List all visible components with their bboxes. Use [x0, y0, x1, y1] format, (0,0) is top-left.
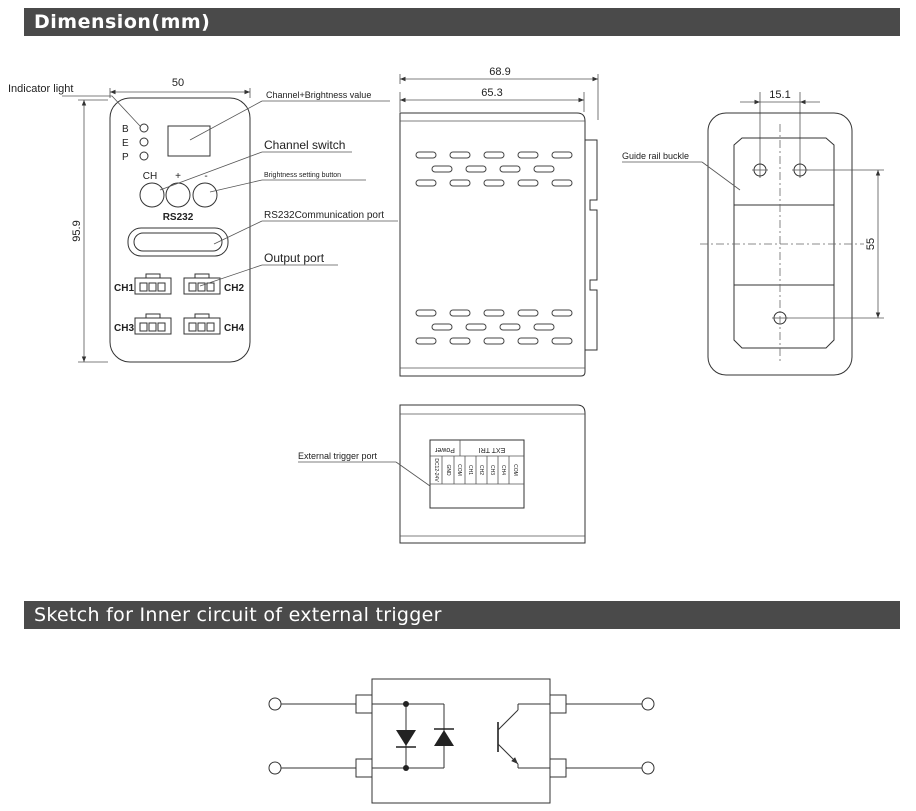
input-terminal-bottom-icon — [268, 761, 282, 775]
guide-rail-buckle-label: Guide rail buckle — [622, 151, 689, 161]
output-port-ch3 — [134, 313, 172, 335]
port-label-ch2: CH2 — [224, 283, 244, 294]
rs232-port-label: RS232Communication port — [264, 210, 384, 221]
minus-button-icon — [192, 182, 218, 208]
display-callout-line — [189, 100, 263, 141]
led-e-icon — [139, 137, 149, 147]
dimension-section-title: Dimension(mm) — [34, 11, 211, 33]
output-resistor-top — [549, 694, 567, 714]
optocoupler-box — [371, 678, 551, 804]
output-port-ch1 — [134, 273, 172, 295]
led-b-icon — [139, 123, 149, 133]
led-p-icon — [139, 151, 149, 161]
input-resistor-bottom — [355, 758, 373, 778]
output-terminal-top-icon — [641, 697, 655, 711]
terminal-pin-ch3: CH3 — [489, 465, 495, 475]
channel-switch-callout-line — [159, 151, 263, 191]
output-port-callout-line — [199, 264, 263, 287]
output-port-label: Output port — [264, 251, 325, 265]
diode-down-icon — [396, 730, 416, 746]
terminal-pin-ch2: CH2 — [478, 465, 484, 475]
display-window — [167, 125, 211, 157]
rs232-text: RS232 — [163, 212, 194, 223]
front-height-label: 95.9 — [71, 220, 83, 241]
circuit-section-banner: Sketch for Inner circuit of external tri… — [24, 601, 900, 629]
terminal-pin-ch1: CH1 — [467, 465, 473, 475]
rail-buckle-bottom — [733, 284, 835, 349]
button-label-plus: + — [175, 171, 181, 182]
side-inner-width-label: 65.3 — [481, 87, 502, 99]
indicator-light-label: Indicator light — [8, 83, 73, 95]
input-resistor-top — [355, 694, 373, 714]
port-label-ch3: CH3 — [114, 323, 134, 334]
brightness-callout-line — [209, 179, 263, 193]
terminal-header-ext-tri: EXT TRI — [479, 446, 506, 453]
back-top-dimension-label: 15.1 — [769, 89, 790, 101]
junction-top-icon — [403, 701, 409, 707]
back-view: 15.1 55 Guide rail buckle — [622, 89, 884, 376]
input-terminal-top-icon — [268, 697, 282, 711]
junction-bottom-icon — [403, 765, 409, 771]
rs232-port-outer — [127, 227, 229, 257]
ch-button-icon — [139, 182, 165, 208]
brightness-button-label: Brightness setting button — [264, 172, 341, 179]
terminal-pin-com2: COM — [512, 464, 518, 476]
rs232-port-inner — [133, 232, 223, 252]
led-label-e: E — [122, 138, 129, 149]
front-body-outline — [109, 97, 251, 363]
output-port-ch4 — [183, 313, 221, 335]
output-terminal-bottom-icon — [641, 761, 655, 775]
phototransistor-emitter — [497, 743, 519, 765]
terminal-pin-ch4: CH4 — [500, 465, 506, 475]
terminal-pin-com1: COM — [456, 464, 462, 476]
indicator-callout-line — [62, 95, 141, 127]
output-port-ch2 — [183, 273, 221, 295]
front-width-label: 50 — [172, 77, 184, 89]
port-label-ch4: CH4 — [224, 323, 244, 334]
terminal-pin-gnd: GND — [445, 464, 451, 476]
display-callout-label: Channel+Brightness value — [266, 90, 371, 100]
side-view: 68.9 65.3 — [399, 66, 599, 377]
output-resistor-bottom — [549, 758, 567, 778]
side-vent-slots-top — [415, 151, 573, 187]
trigger-callout-line — [395, 461, 431, 487]
rs232-callout-line — [213, 220, 263, 245]
button-label-ch: CH — [143, 171, 157, 182]
bottom-view: Power EXT TRI DC12-24V GND COM CH1 CH2 C… — [298, 404, 586, 544]
channel-switch-label: Channel switch — [264, 138, 345, 152]
rail-buckle-middle — [733, 204, 835, 286]
side-body-outline — [399, 112, 586, 377]
trigger-circuit-sketch — [268, 678, 655, 804]
diode-up-icon — [434, 730, 454, 746]
back-vertical-dimension-label: 55 — [865, 238, 877, 250]
led-label-p: P — [122, 152, 129, 163]
terminal-block-outline — [429, 439, 525, 509]
external-trigger-port-label: External trigger port — [298, 451, 378, 461]
side-vent-slots-bottom — [415, 309, 573, 345]
front-view: 50 95.9 Indicator light B E P Channel+Br… — [8, 77, 398, 363]
dimension-section-banner: Dimension(mm) — [24, 8, 900, 36]
terminal-header-power: Power — [434, 446, 455, 453]
side-outer-width-label: 68.9 — [489, 66, 510, 78]
terminal-pin-dc: DC12-24V — [433, 458, 439, 482]
bottom-body-outline — [399, 404, 586, 544]
circuit-section-title: Sketch for Inner circuit of external tri… — [34, 604, 442, 626]
button-label-minus: - — [204, 171, 207, 182]
side-rail-bracket — [585, 139, 598, 351]
terminal-pin-dividers — [441, 456, 510, 484]
guide-rail-callout-line — [701, 161, 741, 191]
port-label-ch1: CH1 — [114, 283, 134, 294]
led-label-b: B — [122, 124, 129, 135]
rail-buckle-top — [733, 137, 835, 206]
